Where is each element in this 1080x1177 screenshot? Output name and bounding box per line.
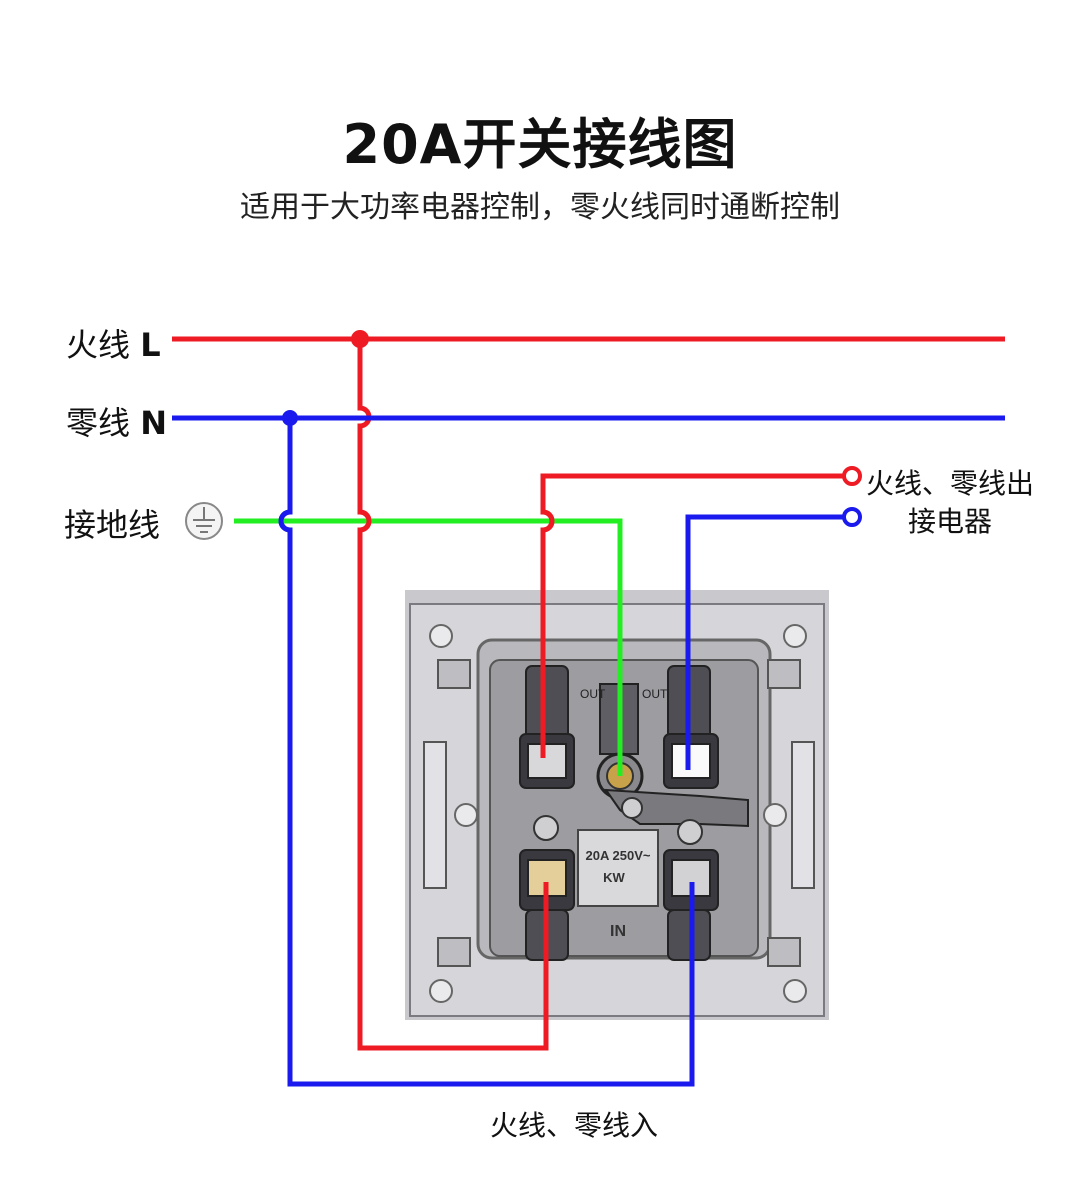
earth-wire-label: 接地线	[64, 506, 161, 544]
output-label-line1: 火线、零线出	[866, 467, 1035, 500]
terminal-out-right: OUT	[642, 687, 668, 701]
live-output-terminal	[842, 466, 862, 486]
live-wire-code: L	[140, 326, 161, 364]
live-wire-label: 火线 L	[66, 320, 161, 366]
neutral-output-terminal	[842, 507, 862, 527]
earth-symbol-icon	[185, 502, 223, 540]
neutral-wire-code: N	[140, 404, 167, 442]
live-hop	[359, 509, 372, 533]
live-junction-dot	[351, 330, 369, 348]
rating-text-line2: KW	[603, 870, 625, 885]
earth-wire	[234, 518, 623, 776]
live-wire-name: 火线	[66, 326, 131, 364]
terminal-in: IN	[610, 923, 626, 940]
neutral-wire-name: 零线	[66, 404, 131, 442]
neutral-hop	[278, 509, 291, 533]
terminal-out-left: OUT	[580, 687, 606, 701]
diagram-title: 20A开关接线图	[342, 113, 738, 176]
neutral-junction-dot	[282, 410, 298, 426]
diagram-subtitle: 适用于大功率电器控制，零火线同时通断控制	[240, 190, 840, 225]
input-label: 火线、零线入	[490, 1109, 659, 1142]
live-hop-2	[542, 509, 555, 533]
rating-text-line1: 20A 250V~	[586, 848, 651, 863]
switch-plate: 20A 250V~ KW OUT OUT IN	[405, 590, 829, 1020]
neutral-wire-label: 零线 N	[66, 398, 167, 444]
output-label-line2: 接电器	[908, 505, 993, 538]
